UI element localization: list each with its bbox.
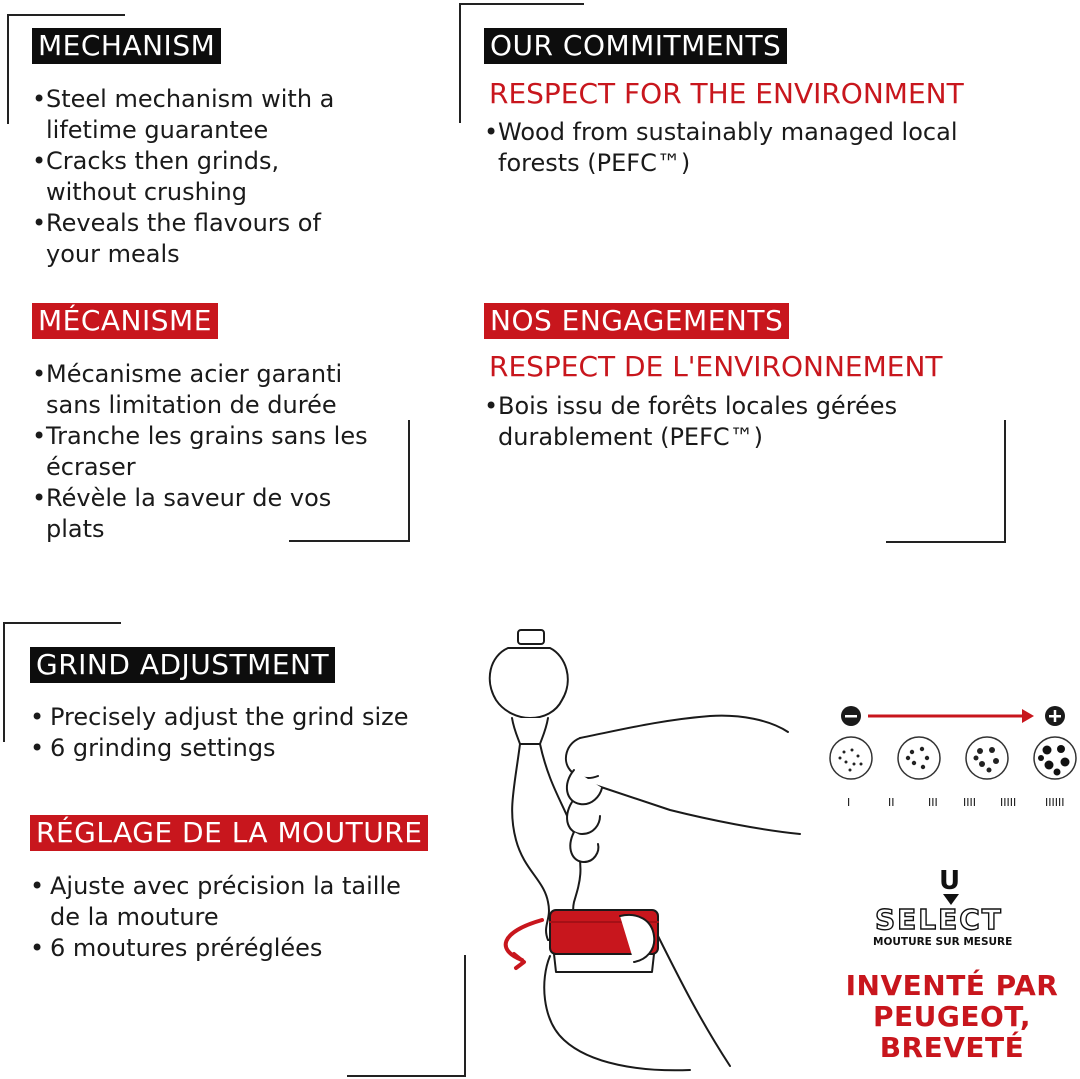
grind-size-circle [897,736,941,780]
grind-title: GRIND ADJUSTMENT [30,647,336,683]
invented-line-1: INVENTÉ PAR [845,969,1059,1002]
grind-size-circle [1033,736,1077,780]
grind-tick: IIIII [1000,796,1017,809]
list-item: Cracks then grinds, without crushing [32,146,342,208]
grind-tick: III [928,796,938,809]
engagements-subtitle: RESPECT DE L'ENVIRONNEMENT [489,350,943,383]
engagements-list: Bois issu de forêts locales gérées durab… [484,391,904,453]
mecanisme-list: Mécanisme acier garanti sans limitation … [32,359,397,545]
commitments-subtitle: RESPECT FOR THE ENVIRONMENT [489,77,964,110]
list-item: Steel mechanism with a lifetime guarante… [32,84,342,146]
grind-size-circle [965,736,1009,780]
mecanisme-title: MÉCANISME [32,303,218,339]
uselect-logo: U SELECT MOUTURE SUR MESURE [873,868,1031,952]
frame-line-right-h [886,541,1006,543]
grind-size-circle [829,736,873,780]
grind-tick: IIII [963,796,976,809]
invented-text: INVENTÉ PAR PEUGEOT, BREVETÉ [838,970,1066,1063]
pepper-mill-illustration [488,629,801,1072]
grind-tick: II [888,796,895,809]
grind-tick: I [847,796,851,809]
list-item: Reveals the flavours of your meals [32,208,342,270]
commitments-title: OUR COMMITMENTS [484,28,788,64]
logo-letter: U [939,866,961,896]
engagements-title: NOS ENGAGEMENTS [484,303,790,339]
invented-line-2: PEUGEOT, [872,1000,1032,1033]
arrow-right-icon [868,709,1034,723]
list-item: Révèle la saveur de vos plats [32,483,397,545]
logo-pointer-icon [943,894,959,905]
commitments-list: Wood from sustainably managed local fore… [484,117,1004,179]
frame-line-top-left-h [7,14,125,16]
list-item: Wood from sustainably managed local fore… [484,117,1004,179]
mechanism-title: MECHANISM [32,28,222,64]
list-item: 6 moutures préréglées [30,933,430,964]
mechanism-list: Steel mechanism with a lifetime guarante… [32,84,342,270]
list-item: Bois issu de forêts locales gérées durab… [484,391,904,453]
logo-word: SELECT [874,903,1003,936]
list-item: Tranche les grains sans les écraser [32,421,397,483]
logo-tagline: MOUTURE SUR MESURE [873,936,1013,948]
frame-line-top-left [7,14,9,124]
list-item: Mécanisme acier garanti sans limitation … [32,359,397,421]
invented-line-3: BREVETÉ [879,1031,1025,1064]
reglage-list: Ajuste avec précision la taille de la mo… [30,871,430,964]
reglage-title: RÉGLAGE DE LA MOUTURE [30,815,429,851]
frame-line-top-mid [459,3,461,123]
list-item: Ajuste avec précision la taille de la mo… [30,871,430,933]
grind-tick: IIIIII [1045,796,1065,809]
frame-line-grind-h [3,622,121,624]
list-item: 6 grinding settings [30,733,450,764]
frame-line-top-mid-h [459,3,584,5]
frame-line-right-v [1004,420,1006,543]
plus-icon [1045,706,1065,726]
frame-line-mid-v [408,420,410,542]
grind-scale [829,706,1077,780]
frame-line-grind-v [3,622,5,742]
minus-icon [841,706,861,726]
list-item: Precisely adjust the grind size [30,702,450,733]
grind-list: Precisely adjust the grind size 6 grindi… [30,702,450,764]
frame-line-bottom-v [464,955,466,1077]
frame-line-bottom-h [347,1075,466,1077]
